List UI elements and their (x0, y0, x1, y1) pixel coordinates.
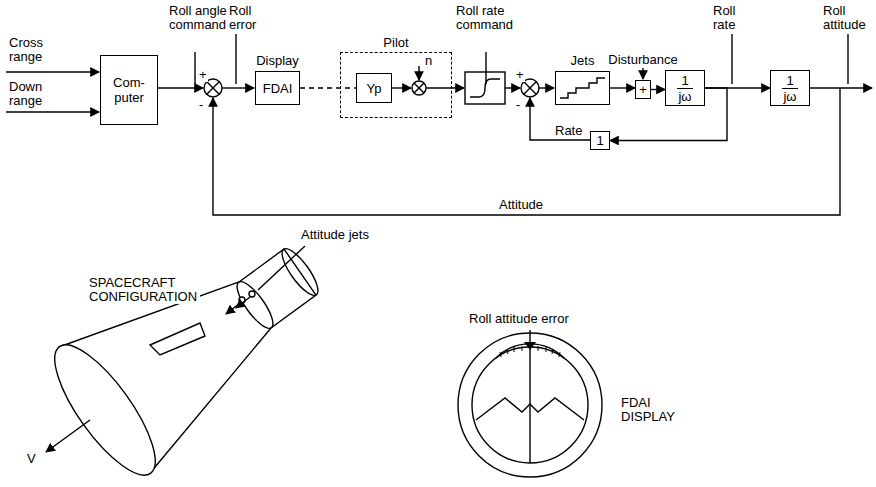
rate-gain-box: 1 (590, 131, 610, 150)
signal-label: Roll rate (712, 4, 754, 32)
signal-label: Roll angle command (168, 4, 230, 32)
disturbance-sum: Disturbance+ (635, 80, 651, 99)
pilot-group: PilotYp (340, 52, 452, 118)
figure-caption: SPACECRAFT CONFIGURATION (88, 276, 200, 304)
signal-label: Attitude (498, 198, 544, 212)
box-heading: Jets (569, 54, 597, 68)
box-text: FDAI (263, 81, 293, 96)
jets-box: Jets (555, 71, 610, 105)
part-label: Roll attitude error (468, 312, 570, 326)
signal-connector (610, 87, 635, 88)
input-label: Down range (8, 80, 58, 108)
box-text: + (639, 82, 647, 97)
input-label: Cross range (8, 36, 58, 64)
pilot-transfer-box: Yp (356, 73, 392, 103)
box-heading: Pilot (381, 36, 410, 50)
sign-label: - (198, 98, 204, 112)
sign-label: + (198, 68, 208, 82)
velocity-label: V (26, 452, 37, 466)
box-text: Yp (367, 81, 382, 96)
box-text: jω (783, 89, 796, 104)
display-box: DisplayFDAI (255, 71, 300, 105)
computer-box: Com- puter (100, 55, 158, 125)
part-label: Attitude jets (300, 228, 370, 242)
signal-label: Roll rate command (455, 4, 517, 32)
box-text: jω (678, 89, 691, 104)
signal-connector (651, 89, 665, 90)
signal-label: Roll attitude (822, 4, 876, 32)
sign-label: + (515, 68, 525, 82)
signal-label: Roll error (228, 4, 274, 32)
signal-connector (610, 88, 727, 141)
box-text: 1 (677, 73, 692, 89)
integrator-box: 1jω (770, 70, 810, 106)
box-text: Com- puter (107, 75, 151, 105)
figure-caption: FDAI DISPLAY (620, 396, 692, 424)
signal-connector (300, 87, 356, 88)
box-heading: Disturbance (606, 53, 679, 67)
box-text: 1 (782, 73, 797, 89)
noise-label: n (424, 54, 433, 68)
integrator-box: 1jω (665, 70, 705, 106)
sign-label: - (515, 98, 521, 112)
box-heading: Display (254, 54, 301, 68)
signal-label: Rate (554, 124, 583, 138)
box-text: 1 (596, 133, 603, 148)
